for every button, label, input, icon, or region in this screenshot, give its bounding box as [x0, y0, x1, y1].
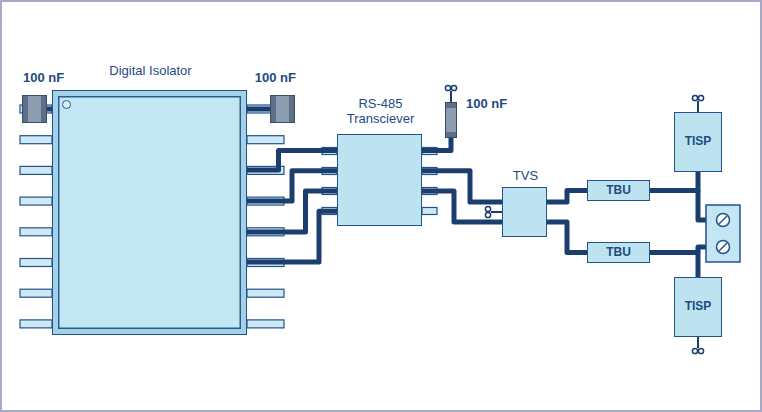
- part-name: TISP: [685, 135, 712, 149]
- tbu-device: TBU: [587, 242, 650, 263]
- trace: [422, 191, 502, 222]
- ground-stem: [491, 211, 502, 213]
- part-label: 100 nF: [23, 71, 93, 86]
- trace: [650, 253, 698, 278]
- ground-loop: [451, 85, 456, 90]
- ground-stem: [450, 91, 452, 102]
- ground-symbol: [485, 206, 502, 217]
- trace: [650, 172, 698, 191]
- pcb-trace: [422, 171, 502, 222]
- ground-loop: [485, 206, 490, 211]
- ground-loop: [692, 348, 697, 353]
- pcb-trace: [247, 107, 270, 112]
- ground-loop: [445, 85, 450, 90]
- part-name: TISP: [685, 300, 712, 314]
- part-label: RS-485 Transciever: [326, 97, 435, 127]
- pcb-trace: [422, 138, 451, 151]
- tbu-device: TBU: [587, 180, 650, 201]
- pcb-trace: [547, 222, 587, 253]
- pcb-trace: [247, 151, 337, 262]
- ground-loop: [698, 348, 703, 353]
- part-label: Digital Isolator: [53, 64, 248, 79]
- ic-pin: [247, 289, 284, 297]
- tisp-device: TISP: [674, 277, 722, 337]
- pcb-trace: [547, 191, 587, 203]
- capacitor: 100 nF: [445, 102, 457, 138]
- ground-stem: [697, 101, 699, 112]
- trace: [247, 211, 337, 262]
- capacitor: 100 nF: [270, 95, 295, 123]
- trace: [547, 222, 587, 253]
- ground-symbol: [445, 85, 456, 102]
- ic-pin: [20, 136, 52, 144]
- ic-pin: [20, 259, 52, 267]
- part-name: TBU: [606, 184, 631, 198]
- trace: [247, 107, 270, 112]
- screw-slot: [719, 216, 727, 224]
- ic-pin: [20, 166, 52, 174]
- part-label: TVS: [488, 169, 563, 184]
- isolator-chip: Digital Isolator: [52, 90, 247, 335]
- trace: [547, 191, 587, 203]
- ground-symbol: [692, 337, 703, 354]
- ground-loop: [692, 95, 697, 100]
- part-label: 100 nF: [466, 97, 536, 112]
- transceiver-chip: RS-485 Transciever: [337, 134, 422, 226]
- trace: [422, 138, 451, 151]
- ic-pin: [20, 320, 52, 328]
- ground-stem: [697, 337, 699, 348]
- terminal-screw: [717, 214, 730, 227]
- ic-pin: [247, 320, 284, 328]
- pcb-trace: [650, 253, 698, 278]
- terminal-body: [706, 205, 740, 262]
- terminal-screw: [717, 241, 730, 254]
- tvs-diode: TVS: [502, 187, 547, 237]
- pcb-trace: [650, 172, 698, 191]
- ic-pin: [247, 136, 284, 144]
- part-label: 100 nF: [211, 71, 296, 86]
- ic-pin: [20, 289, 52, 297]
- trace: [422, 171, 502, 202]
- ground-symbol: [692, 95, 703, 112]
- capacitor: 100 nF: [22, 95, 47, 123]
- ground-loop: [698, 95, 703, 100]
- pin1-marker: [62, 100, 71, 109]
- trace: [247, 151, 337, 171]
- ic-pin: [422, 208, 437, 215]
- tisp-device: TISP: [674, 112, 722, 172]
- ic-pin: [20, 197, 52, 205]
- trace: [247, 171, 337, 201]
- ground-loop: [485, 212, 490, 217]
- terminal-block: [706, 205, 740, 262]
- screw-slot: [719, 243, 727, 251]
- part-name: TBU: [606, 246, 631, 260]
- ic-pin: [20, 228, 52, 236]
